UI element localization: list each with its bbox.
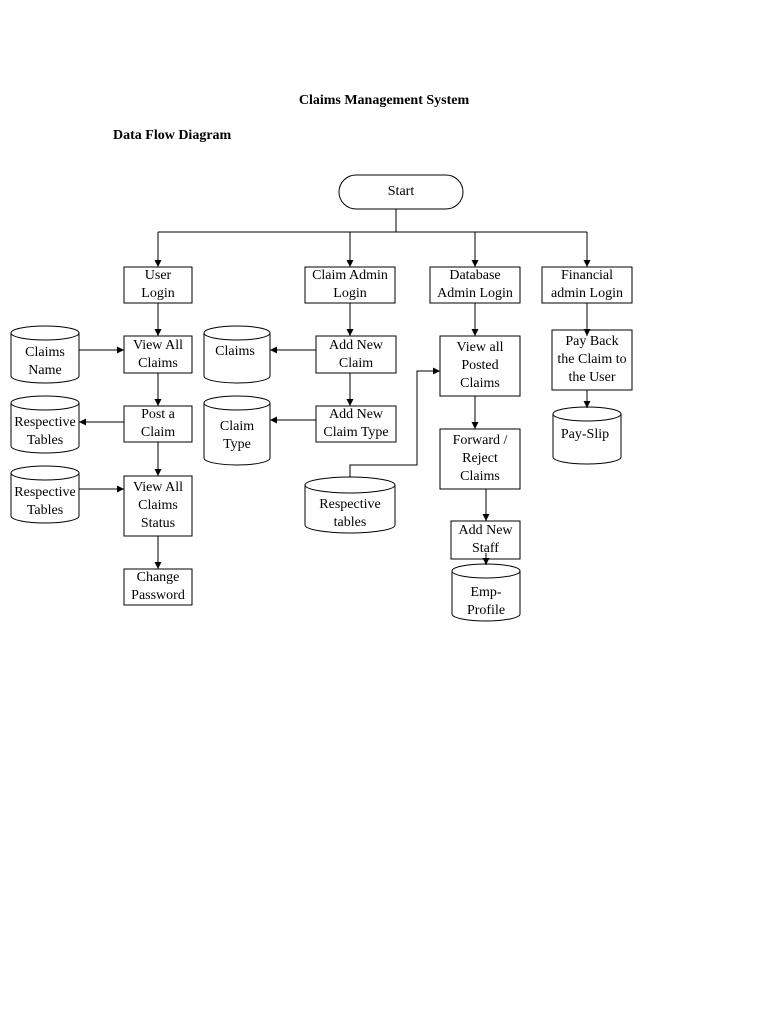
- pay-back-claim-box: [551, 329, 633, 391]
- respective-tables-store-2: [10, 465, 80, 524]
- pay-slip-store-label: Pay-Slip: [560, 427, 610, 442]
- respective-tables-store-2-label: Respective Tables: [14, 485, 76, 518]
- claim-admin-login-box: [304, 266, 396, 304]
- claims-name-store-label: Claims Name: [25, 345, 65, 378]
- database-admin-login-label: Database Admin Login: [437, 268, 513, 301]
- emp-profile-store: [451, 563, 521, 622]
- start-label: Start: [387, 184, 415, 199]
- diagram-subtitle: Data Flow Diagram: [113, 128, 232, 143]
- pay-back-claim-label: Pay Back the Claim to the User: [557, 334, 627, 385]
- respective-tables-store-1: [10, 395, 80, 454]
- financial-admin-login-label: Financial admin Login: [551, 268, 623, 301]
- forward-reject-claims-box: [439, 428, 521, 490]
- post-a-claim-label: Post a Claim: [140, 407, 176, 440]
- add-new-claim-box: [315, 335, 397, 374]
- user-login-label: User Login: [141, 268, 175, 301]
- add-new-staff-label: Add New Staff: [458, 523, 513, 556]
- post-a-claim-box: [123, 405, 193, 443]
- respective-tables-store-3: [304, 476, 396, 534]
- claims-name-store: [10, 325, 80, 384]
- claims-store: [203, 325, 271, 384]
- add-new-claim-type-label: Add New Claim Type: [323, 407, 389, 440]
- financial-admin-login-box: [541, 266, 633, 304]
- emp-profile-store-label: Emp- Profile: [466, 585, 506, 618]
- claim-type-store-label: Claim Type: [219, 419, 255, 452]
- change-password-box: [123, 568, 193, 606]
- view-all-claims-box: [123, 335, 193, 374]
- view-all-posted-claims-box: [439, 335, 521, 397]
- respective-tables-store-3-label: Respective tables: [319, 497, 381, 530]
- database-admin-login-box: [429, 266, 521, 304]
- view-all-posted-claims-label: View all Posted Claims: [456, 340, 504, 391]
- diagram-title: Claims Management System: [298, 93, 470, 108]
- respective-tables-store-1-label: Respective Tables: [14, 415, 76, 448]
- add-new-staff-box: [450, 520, 521, 560]
- forward-reject-claims-label: Forward / Reject Claims: [452, 433, 508, 484]
- view-all-claims-status-label: View All Claims Status: [132, 480, 184, 531]
- pay-slip-store: [552, 406, 622, 465]
- claim-type-store: [203, 395, 271, 466]
- add-new-claim-label: Add New Claim: [328, 337, 384, 371]
- claim-admin-login-label: Claim Admin Login: [312, 268, 388, 301]
- change-password-label: Change Password: [131, 570, 185, 603]
- edge-respective-tables-to-view-posted: [349, 367, 440, 477]
- start-terminator: [338, 174, 464, 210]
- view-all-claims-label: View All Claims: [132, 337, 184, 371]
- claims-store-label: Claims: [215, 344, 255, 359]
- add-new-claim-type-box: [315, 405, 397, 443]
